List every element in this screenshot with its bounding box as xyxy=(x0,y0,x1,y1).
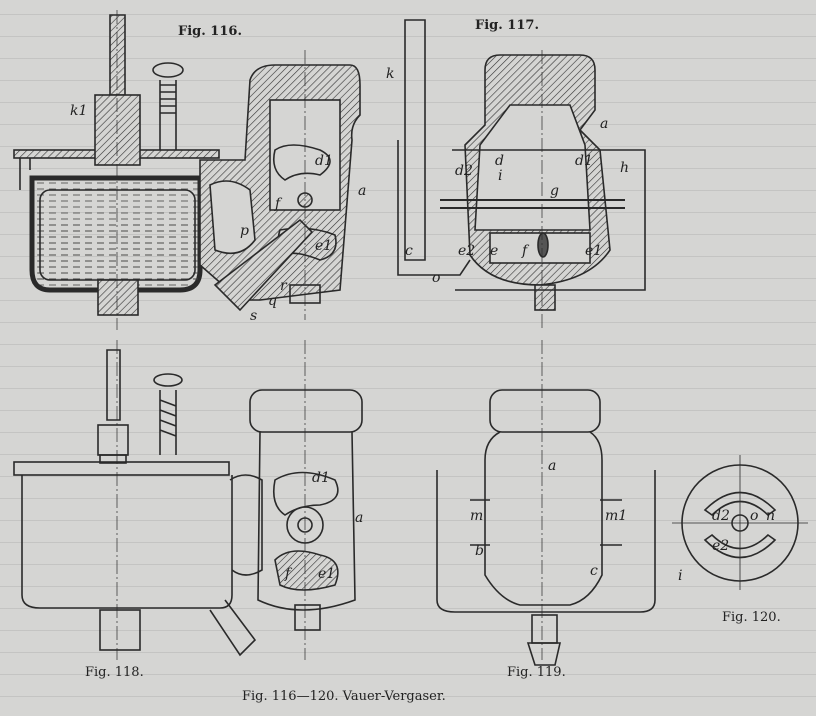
label-n: n xyxy=(766,508,775,524)
label-f: f xyxy=(274,196,283,212)
label-d1: d1 xyxy=(315,153,333,169)
label-o: o xyxy=(750,508,758,524)
label-s: s xyxy=(250,308,257,324)
label-c: c xyxy=(590,563,598,579)
label-k: k xyxy=(386,66,394,82)
label-b: b xyxy=(475,543,484,559)
label-p: p xyxy=(240,223,249,239)
label-m: m xyxy=(470,508,483,524)
label-d1: d1 xyxy=(312,470,330,486)
fig117-caption: Fig. 117. xyxy=(475,18,539,33)
label-e2: e2 xyxy=(458,243,475,259)
fig116-drawing xyxy=(13,14,361,316)
label-h: h xyxy=(620,160,629,176)
label-f: f xyxy=(521,243,530,259)
label-e: e xyxy=(490,243,498,259)
fig116-caption: Fig. 116. xyxy=(178,24,242,39)
label-i: i xyxy=(498,168,502,184)
label-e1: e1 xyxy=(318,566,335,582)
label-m1: m1 xyxy=(605,508,627,524)
label-e1: e1 xyxy=(585,243,602,259)
label-r: r xyxy=(280,278,288,294)
label-d2: d2 xyxy=(712,508,730,524)
label-d2: d2 xyxy=(455,163,473,179)
label-a: a xyxy=(548,458,556,474)
fig117-drawing xyxy=(397,19,646,311)
fig120-caption: Fig. 120. xyxy=(722,610,781,625)
main-caption: Fig. 116—120. Vauer-Vergaser. xyxy=(242,689,446,704)
label-g: g xyxy=(550,183,559,199)
label-c: c xyxy=(405,243,413,259)
fig119-drawing xyxy=(436,389,656,666)
label-d: d xyxy=(495,153,504,169)
fig118-drawing xyxy=(13,349,363,657)
label-e2: e2 xyxy=(712,538,729,554)
label-i: i xyxy=(678,568,682,584)
fig120-drawing xyxy=(672,455,808,590)
label-o: o xyxy=(432,270,440,286)
label-a: a xyxy=(600,116,608,132)
label-k1: k1 xyxy=(70,103,87,119)
label-q: q xyxy=(268,293,277,309)
label-f: f xyxy=(284,566,293,582)
label-e1: e1 xyxy=(315,238,332,254)
fig118-caption: Fig. 118. xyxy=(85,665,144,680)
fig119-caption: Fig. 119. xyxy=(507,665,566,680)
label-a: a xyxy=(355,510,363,526)
label-d1: d1 xyxy=(575,153,593,169)
label-a: a xyxy=(358,183,366,199)
